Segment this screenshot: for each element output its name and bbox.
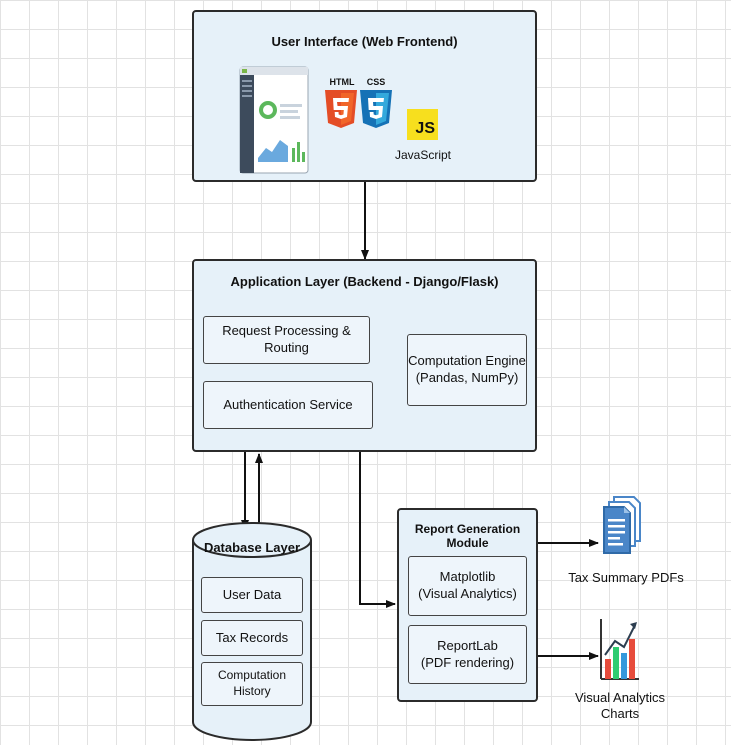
visual-analytics-charts-line1: Visual Analytics xyxy=(574,690,666,705)
db-item-user-data: User Data xyxy=(201,577,303,613)
app-layer-title: Application Layer (Backend - Django/Flas… xyxy=(230,274,499,289)
report-module-title: Report Generation Module xyxy=(414,522,521,550)
matplotlib-box: Matplotlib (Visual Analytics) xyxy=(408,556,527,616)
javascript-badge-text: JS xyxy=(415,120,435,137)
dashboard-mockup-icon xyxy=(239,66,309,174)
html5-label: HTML xyxy=(329,77,355,87)
computation-engine-box: Computation Engine (Pandas, NumPy) xyxy=(407,334,527,406)
auth-service-label: Authentication Service xyxy=(223,396,353,412)
auth-service-box: Authentication Service xyxy=(203,381,373,429)
visual-analytics-charts-line2: Charts xyxy=(600,706,640,722)
reportlab-box: ReportLab (PDF rendering) xyxy=(408,625,527,684)
visual-analytics-charts-label: Visual Analytics Charts xyxy=(570,690,670,723)
css3-icon xyxy=(360,90,392,128)
analytics-chart-icon xyxy=(600,619,639,680)
html5-icon xyxy=(325,90,357,128)
computation-engine-libs: (Pandas, NumPy) xyxy=(415,370,519,385)
routing-service-label: Request Processing & Routing xyxy=(222,323,351,355)
routing-service-box: Request Processing & Routing xyxy=(203,316,370,364)
tax-summary-pdfs-label: Tax Summary PDFs xyxy=(568,570,684,585)
ui-layer-box: User Interface (Web Frontend) HTML CSS J… xyxy=(192,10,537,182)
computation-engine-label: Computation Engine xyxy=(408,353,526,369)
css3-label: CSS xyxy=(366,77,386,87)
matplotlib-label: Matplotlib xyxy=(439,569,496,585)
database-title: Database Layer xyxy=(203,540,301,555)
reportlab-desc: (PDF rendering) xyxy=(420,654,515,670)
arrow-app-to-report xyxy=(359,452,396,608)
ui-layer-title: User Interface (Web Frontend) xyxy=(271,34,458,49)
matplotlib-desc: (Visual Analytics) xyxy=(418,586,517,601)
javascript-label: JavaScript xyxy=(394,148,452,162)
pdf-documents-icon xyxy=(603,496,641,554)
db-item-tax-records: Tax Records xyxy=(201,620,303,656)
db-item-computation-history: Computation History xyxy=(201,662,303,706)
reportlab-label: ReportLab xyxy=(437,637,498,653)
javascript-icon: JS xyxy=(407,109,438,140)
